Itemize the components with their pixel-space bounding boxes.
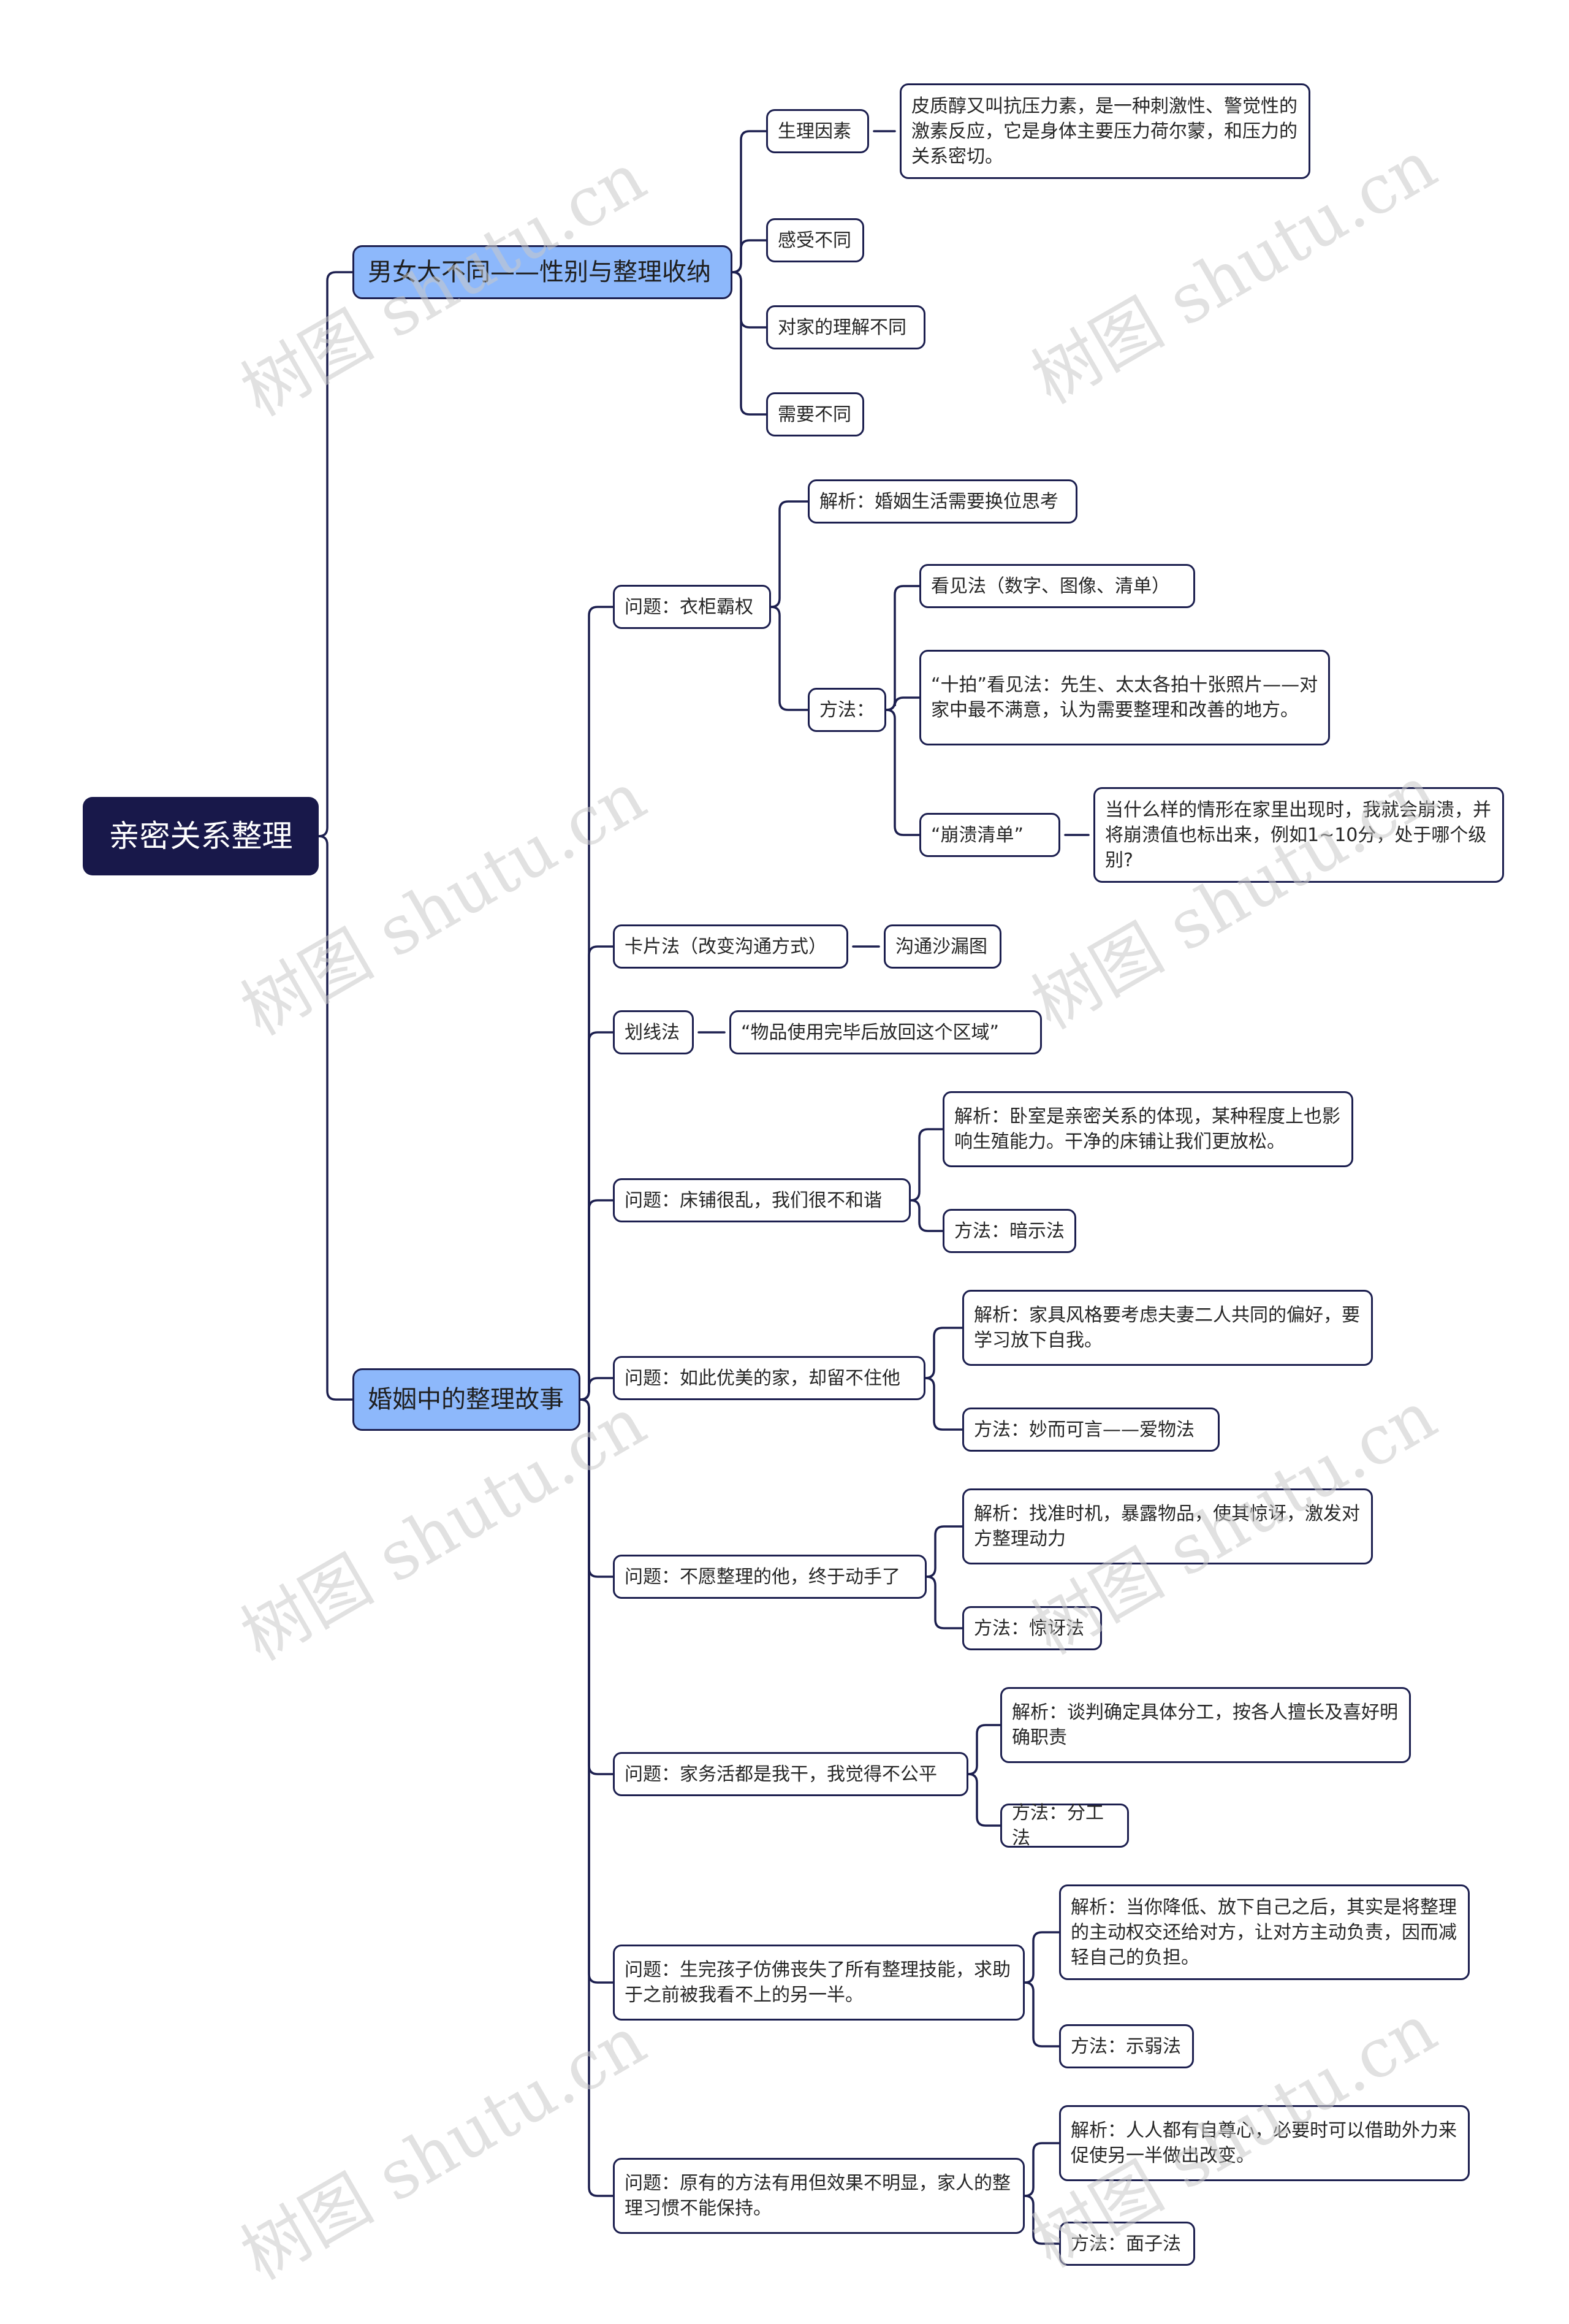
mindmap-node-b1-2-0[interactable]: “物品使用完毕后放回这个区域” xyxy=(729,1010,1042,1054)
mindmap-node-b1-0-1-0[interactable]: 看见法（数字、图像、清单） xyxy=(919,564,1195,608)
connector-b1 xyxy=(317,835,354,1401)
connector-b1-8-1 xyxy=(1024,2195,1060,2245)
mindmap-node-b0-1[interactable]: 感受不同 xyxy=(766,218,864,262)
connector-b1-0-1-0 xyxy=(885,585,921,711)
connector-b1-2 xyxy=(579,1031,614,1401)
connector-b0-0 xyxy=(731,130,767,273)
connector-b1-0-1-2 xyxy=(885,709,921,836)
mindmap-node-b1-0-1[interactable]: 方法： xyxy=(808,688,886,732)
root-node[interactable]: 亲密关系整理 xyxy=(83,797,319,875)
mindmap-node-b1-0[interactable]: 问题：衣柜霸权 xyxy=(613,585,771,629)
connector-b1-5-1 xyxy=(925,1575,963,1629)
mindmap-node-b1-4-0[interactable]: 解析：家具风格要考虑夫妻二人共同的偏好，要学习放下自我。 xyxy=(962,1290,1373,1366)
mindmap-node-b1-8-1[interactable]: 方法：面子法 xyxy=(1059,2222,1195,2266)
mindmap-node-b0-0-0[interactable]: 皮质醇又叫抗压力素，是一种刺激性、警觉性的激素反应，它是身体主要压力荷尔蒙，和压… xyxy=(900,83,1310,179)
mindmap-node-b1-1[interactable]: 卡片法（改变沟通方式） xyxy=(613,924,848,969)
connector-b1-4-0 xyxy=(924,1327,963,1379)
mindmap-node-b1-3-1[interactable]: 方法：暗示法 xyxy=(943,1209,1076,1253)
mindmap-node-b1-7-1[interactable]: 方法：示弱法 xyxy=(1059,2024,1194,2068)
connector-b0-2 xyxy=(731,271,767,329)
connector-b1-5-0 xyxy=(925,1525,963,1578)
connector-b1-0 xyxy=(579,606,614,1401)
mindmap-node-b1-7-0[interactable]: 解析：当你降低、放下自己之后，其实是将整理的主动权交还给对方，让对方主动负责，因… xyxy=(1059,1884,1470,1980)
connector-b1-4 xyxy=(579,1377,614,1401)
connector-b1-7 xyxy=(579,1398,614,1984)
connector-b1-6 xyxy=(579,1398,614,1775)
connector-b0 xyxy=(317,271,354,837)
mindmap-node-b0-0[interactable]: 生理因素 xyxy=(766,109,869,153)
branch-marriage-stories[interactable]: 婚姻中的整理故事 xyxy=(352,1368,580,1431)
mindmap-node-b1-5-1[interactable]: 方法：惊讶法 xyxy=(962,1606,1102,1650)
mindmap-node-b1-7[interactable]: 问题：生完孩子仿佛丧失了所有整理技能，求助于之前被我看不上的另一半。 xyxy=(613,1945,1025,2021)
connector-b1-8-0 xyxy=(1024,2142,1060,2197)
mindmap-node-b1-0-1-2-0[interactable]: 当什么样的情形在家里出现时，我就会崩溃，并将崩溃值也标出来，例如1~10分，处于… xyxy=(1093,787,1504,883)
mindmap-node-b1-8[interactable]: 问题：原有的方法有用但效果不明显，家人的整理习惯不能保持。 xyxy=(613,2158,1025,2234)
branch-gender-differences[interactable]: 男女大不同——性别与整理收纳 xyxy=(352,245,732,299)
mindmap-node-b1-6-1[interactable]: 方法：分工法 xyxy=(1000,1802,1129,1849)
connector-b0-1 xyxy=(731,239,767,273)
connector-b1-0-0 xyxy=(770,500,809,608)
connector-b1-1 xyxy=(579,945,614,1401)
connector-b1-0-1 xyxy=(770,606,809,711)
connector-b1-7-1 xyxy=(1024,1981,1060,2048)
connector-b1-0-1-1 xyxy=(885,696,921,711)
mindmap-node-b0-2[interactable]: 对家的理解不同 xyxy=(766,305,925,349)
connector-b1-4-1 xyxy=(924,1377,963,1431)
connector-b1-3 xyxy=(579,1199,614,1401)
mindmap-node-b1-3[interactable]: 问题：床铺很乱，我们很不和谐 xyxy=(613,1178,911,1222)
mindmap-node-b1-6[interactable]: 问题：家务活都是我干，我觉得不公平 xyxy=(613,1752,968,1796)
mindmap-node-b1-8-0[interactable]: 解析：人人都有自尊心，必要时可以借助外力来促使另一半做出改变。 xyxy=(1059,2105,1470,2181)
connector-b1-6-0 xyxy=(967,1724,1001,1775)
mindmap-node-b1-0-1-1[interactable]: “十拍”看见法：先生、太太各拍十张照片——对家中最不满意，认为需要整理和改善的地… xyxy=(919,650,1330,745)
mindmap-node-b1-1-0[interactable]: 沟通沙漏图 xyxy=(884,924,1001,969)
mindmap-node-b1-6-0[interactable]: 解析：谈判确定具体分工，按各人擅长及喜好明确职责 xyxy=(1000,1687,1411,1763)
mindmap-node-b1-3-0[interactable]: 解析：卧室是亲密关系的体现，某种程度上也影响生殖能力。干净的床铺让我们更放松。 xyxy=(943,1091,1353,1167)
mindmap-node-b1-4[interactable]: 问题：如此优美的家，却留不住他 xyxy=(613,1356,925,1400)
mindmap-node-b1-4-1[interactable]: 方法：妙而可言——爱物法 xyxy=(962,1408,1220,1452)
mindmap-node-b0-3[interactable]: 需要不同 xyxy=(766,392,864,436)
connector-b1-3-1 xyxy=(910,1199,944,1232)
mindmap-node-b1-2[interactable]: 划线法 xyxy=(613,1010,694,1054)
mindmap-node-b1-5-0[interactable]: 解析：找准时机，暴露物品，使其惊讶，激发对方整理动力 xyxy=(962,1488,1373,1564)
mindmap-node-b1-5[interactable]: 问题：不愿整理的他，终于动手了 xyxy=(613,1555,927,1599)
connector-b0-3 xyxy=(731,271,767,416)
connector-b1-6-1 xyxy=(967,1773,1001,1827)
mindmap-node-b1-0-1-2[interactable]: “崩溃清单” xyxy=(919,813,1060,857)
connector-b1-5 xyxy=(579,1398,614,1578)
connector-b1-7-0 xyxy=(1024,1931,1060,1984)
connector-b1-8 xyxy=(579,1398,614,2197)
connector-b1-3-0 xyxy=(910,1128,944,1202)
mindmap-node-b1-0-0[interactable]: 解析：婚姻生活需要换位思考 xyxy=(808,479,1077,524)
